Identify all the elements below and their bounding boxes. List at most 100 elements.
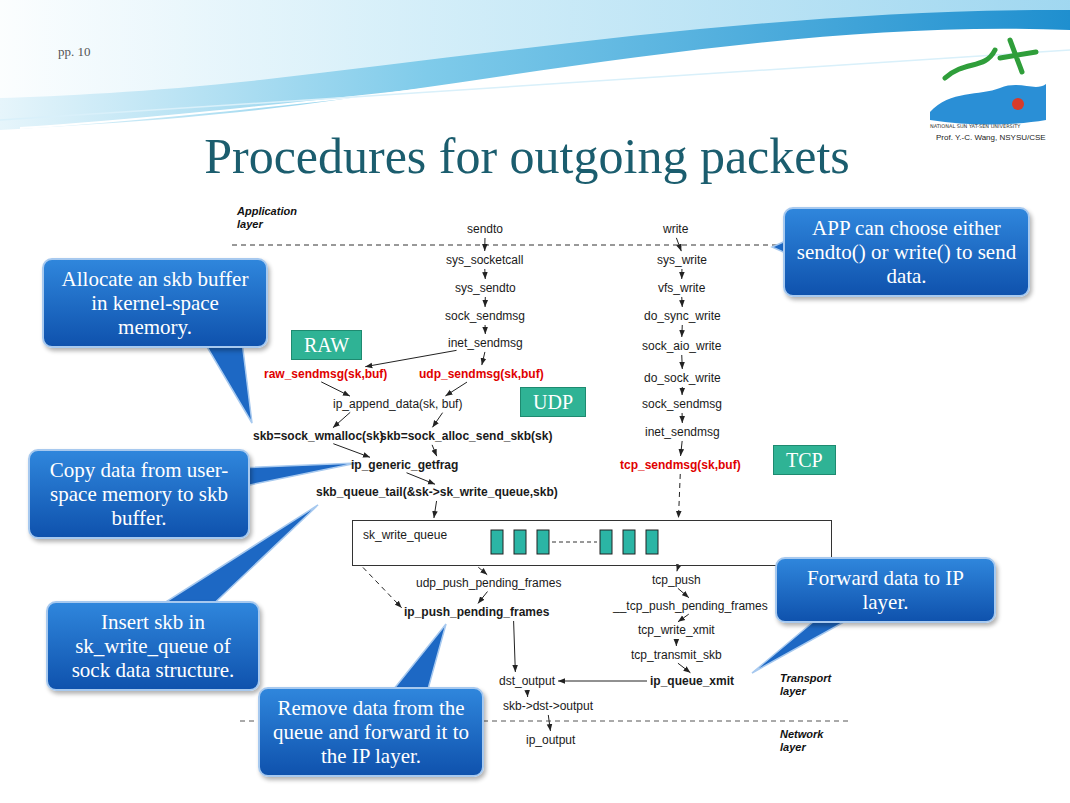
call-arrow <box>681 269 682 279</box>
call-arrow <box>678 474 680 518</box>
callout-box: APP can choose either sendto() or write(… <box>783 207 1030 297</box>
node-text: ip_append_data(sk, buf) <box>333 397 462 411</box>
call-arrow <box>485 297 486 307</box>
queue-items <box>491 530 658 554</box>
call-arrow <box>678 614 689 622</box>
node-text: sys_socketcall <box>446 253 523 267</box>
call-arrow <box>682 387 683 395</box>
function-name: sendto <box>466 222 504 236</box>
node-text: sock_aio_write <box>642 339 721 353</box>
function-name: sock_sendmsg <box>444 309 526 323</box>
logo-stroke <box>945 40 1036 78</box>
call-arrow <box>676 639 677 646</box>
function-name: skb->dst->output <box>502 699 594 713</box>
call-arrow <box>478 592 488 604</box>
call-arrow <box>365 350 456 366</box>
queue-ellipsis <box>552 542 597 543</box>
function-name: ip_append_data(sk, buf) <box>332 397 463 411</box>
function-name: sock_sendmsg <box>641 397 723 411</box>
function-name: ip_push_pending_frames <box>403 605 550 619</box>
callout-box: Copy data from user-space memory to skb … <box>28 449 250 539</box>
node-text: inet_sendmsg <box>448 336 523 350</box>
skb-item <box>646 530 658 554</box>
node-text: udp_sendmsg(sk,buf) <box>419 367 544 381</box>
node-text: do_sock_write <box>644 371 721 385</box>
function-name: sys_socketcall <box>445 253 524 267</box>
call-arrow <box>514 621 516 672</box>
node-text: ip_queue_xmit <box>650 674 734 688</box>
node-text: sys_sendto <box>455 281 516 295</box>
function-name: tcp_transmit_skb <box>630 648 723 662</box>
call-arrow <box>548 715 550 731</box>
skb-item <box>514 530 526 554</box>
node-text: tcp_write_xmit <box>638 623 715 637</box>
skb-item <box>537 530 549 554</box>
node-text: UDP <box>533 391 573 413</box>
protocol-function: tcp_sendmsg(sk,buf) <box>619 458 742 472</box>
protocol-tag: UDP <box>520 387 586 417</box>
node-text: sys_write <box>657 253 707 267</box>
node-text: dst_output <box>499 674 555 688</box>
callout-box: Allocate an skb buffer in kernel-space m… <box>42 258 268 348</box>
layer-boundary <box>232 245 780 246</box>
function-name: sock_aio_write <box>641 339 722 353</box>
call-arrow <box>676 238 681 251</box>
protocol-function: udp_sendmsg(sk,buf) <box>418 367 545 381</box>
node-text: udp_push_pending_frames <box>416 576 561 590</box>
call-arrow <box>678 588 689 597</box>
call-arrow <box>407 473 435 485</box>
node-text: __tcp_push_pending_frames <box>613 599 768 613</box>
skb-item <box>623 530 635 554</box>
logo-water <box>930 84 1046 125</box>
text-label: pp. 10 <box>58 44 91 60</box>
call-arrow <box>363 567 402 607</box>
node-text: ip_push_pending_frames <box>404 605 549 619</box>
node-text: sock_sendmsg <box>642 397 722 411</box>
callout-tail <box>235 463 357 488</box>
node-text: skb_queue_tail(&sk->sk_write_queue,skb) <box>316 485 558 499</box>
function-name: ip_generic_getfrag <box>350 458 459 472</box>
node-text: do_sync_write <box>644 309 721 323</box>
function-name: ip_queue_xmit <box>649 674 735 688</box>
text-label: Network layer <box>780 728 850 754</box>
call-arrow <box>445 382 467 396</box>
function-name: tcp_push <box>651 573 702 587</box>
call-arrow <box>681 297 682 307</box>
node-text: skb=sock_wmalloc(sk) <box>253 429 383 443</box>
call-arrow <box>681 355 683 369</box>
node-text: TCP <box>786 449 823 471</box>
node-text: Forward data to IP layer. <box>787 566 984 614</box>
function-name: __tcp_push_pending_frames <box>612 599 769 613</box>
node-text: Insert skb in sk_write_queue of sock dat… <box>58 610 248 682</box>
node-text: RAW <box>304 334 349 356</box>
call-arrow <box>678 663 690 673</box>
call-arrow <box>681 441 683 456</box>
function-name: inet_sendmsg <box>644 425 721 439</box>
text-label: Transport layer <box>780 672 850 698</box>
call-arrow <box>527 690 528 697</box>
node-text: Allocate an skb buffer in kernel-space m… <box>54 267 256 339</box>
function-name: skb=sock_wmalloc(sk) <box>252 429 384 443</box>
node-text: vfs_write <box>658 281 705 295</box>
top-wave <box>0 0 1070 130</box>
function-name: inet_sendmsg <box>447 336 524 350</box>
call-arrow <box>677 568 678 572</box>
call-arrow <box>333 444 370 458</box>
function-name: ip_output <box>525 733 576 747</box>
skb-item <box>491 530 503 554</box>
node-text: write <box>663 222 688 236</box>
protocol-tag: TCP <box>773 445 836 475</box>
call-arrow <box>484 238 485 251</box>
node-text: skb=sock_alloc_send_skb(sk) <box>380 429 552 443</box>
skb-item <box>600 530 612 554</box>
callout-box: Remove data from the queue and forward i… <box>258 687 484 777</box>
wave-line <box>0 50 1070 120</box>
node-text: Remove data from the queue and forward i… <box>270 696 472 768</box>
callout-box: Insert skb in sk_write_queue of sock dat… <box>46 601 260 691</box>
node-text: Copy data from user-space memory to skb … <box>40 458 238 530</box>
function-name: udp_push_pending_frames <box>415 576 562 590</box>
slide-title: Procedures for outgoing packets <box>0 126 1054 186</box>
function-name: tcp_write_xmit <box>637 623 716 637</box>
logo-dot <box>1012 98 1024 110</box>
